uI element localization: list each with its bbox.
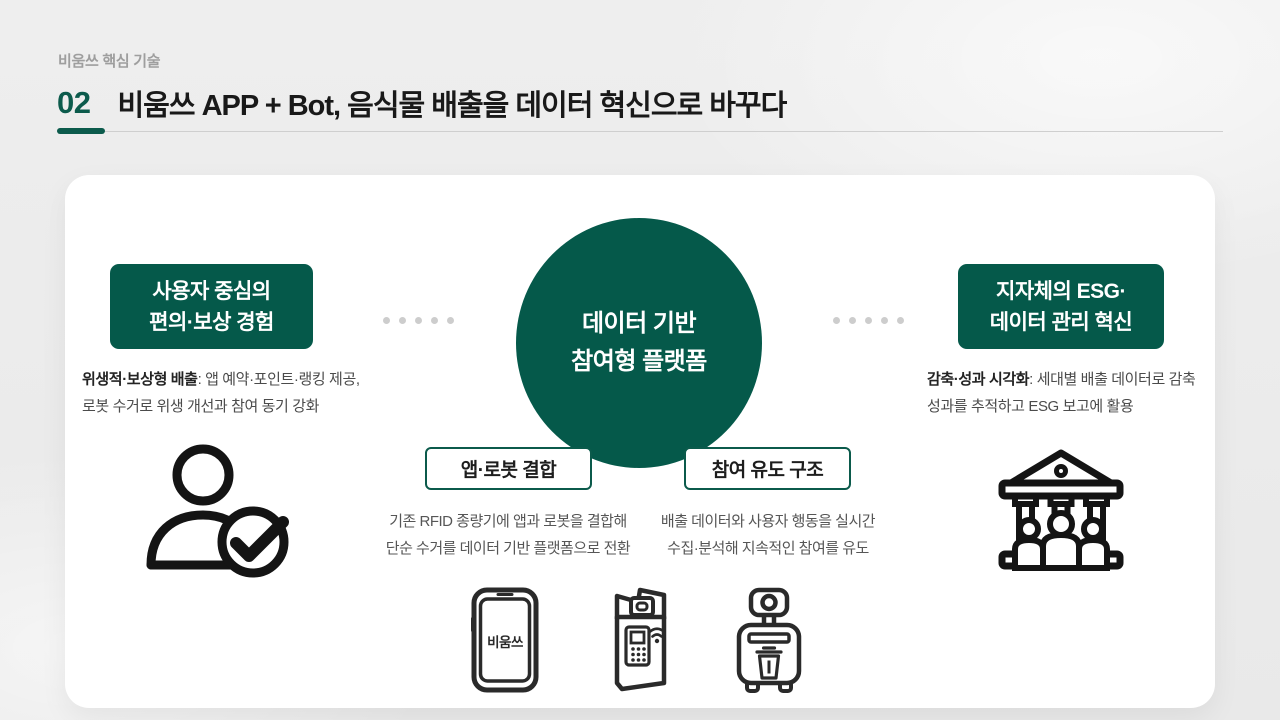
center-circle-line2: 참여형 플랫폼 (571, 348, 707, 375)
title-row: 02 비움쓰 APP + Bot, 음식물 배출을 데이터 혁신으로 바꾸다 (57, 82, 787, 124)
subbox-app-robot-desc-line2: 단순 수거를 데이터 기반 플랫폼으로 전환 (385, 540, 631, 557)
right-heading-line1: 지자체의 ESG· (996, 279, 1126, 303)
title-divider-accent (57, 128, 105, 134)
subbox-participation-desc-line2: 수집·분석해 지속적인 참여를 유도 (667, 540, 869, 557)
left-description: 위생적·보상형 배출: 앱 예약·포인트·랭킹 제공, 로봇 수거로 위생 개선… (82, 366, 387, 420)
app-phone-icon: 비움쓰 (470, 587, 540, 693)
content-card: 사용자 중심의 편의·보상 경험 위생적·보상형 배출: 앱 예약·포인트·랭킹… (65, 175, 1215, 708)
subbox-participation-desc-line1: 배출 데이터와 사용자 행동을 실시간 (660, 513, 876, 530)
subbox-participation: 참여 유도 구조 (684, 447, 851, 490)
collection-robot-icon (731, 587, 805, 693)
rfid-kiosk-icon (605, 583, 679, 695)
phone-screen-label: 비움쓰 (487, 635, 523, 650)
title-divider (57, 131, 1223, 132)
subbox-participation-label: 참여 유도 구조 (711, 460, 824, 481)
right-heading-box: 지자체의 ESG· 데이터 관리 혁신 (958, 264, 1164, 349)
person-check-icon (135, 443, 295, 578)
right-description-rest: : 세대별 배출 데이터로 감축 (1029, 371, 1196, 388)
page-title: 비움쓰 APP + Bot, 음식물 배출을 데이터 혁신으로 바꾸다 (117, 90, 787, 122)
left-heading-line2: 편의·보상 경험 (149, 310, 274, 334)
center-circle: 데이터 기반 참여형 플랫폼 (516, 218, 762, 468)
right-heading-line2: 데이터 관리 혁신 (989, 310, 1133, 334)
section-number: 02 (57, 85, 91, 120)
subbox-participation-desc: 배출 데이터와 사용자 행동을 실시간 수집·분석해 지속적인 참여를 유도 (623, 508, 913, 562)
left-description-bold: 위생적·보상형 배출 (82, 371, 198, 388)
subbox-app-robot-desc: 기존 RFID 종량기에 앱과 로봇을 결합해 단순 수거를 데이터 기반 플랫… (363, 508, 653, 562)
left-description-line2: 로봇 수거로 위생 개선과 참여 동기 강화 (82, 398, 320, 415)
left-heading-line1: 사용자 중심의 (152, 279, 271, 303)
center-circle-line1: 데이터 기반 (581, 310, 697, 337)
subbox-app-robot-desc-line1: 기존 RFID 종량기에 앱과 로봇을 결합해 (389, 513, 627, 530)
eyebrow-label: 비움쓰 핵심 기술 (58, 53, 161, 70)
left-description-rest: : 앱 예약·포인트·랭킹 제공, (197, 371, 360, 388)
right-description-line2: 성과를 추적하고 ESG 보고에 활용 (927, 398, 1134, 415)
connector-dots-left (383, 317, 454, 324)
left-heading-box: 사용자 중심의 편의·보상 경험 (110, 264, 313, 349)
subbox-app-robot: 앱·로봇 결합 (425, 447, 592, 490)
government-building-icon (995, 443, 1127, 571)
connector-dots-right (833, 317, 904, 324)
right-description: 감축·성과 시각화: 세대별 배출 데이터로 감축 성과를 추적하고 ESG 보… (927, 366, 1232, 420)
right-description-bold: 감축·성과 시각화 (927, 371, 1030, 388)
subbox-app-robot-label: 앱·로봇 결합 (460, 460, 557, 481)
